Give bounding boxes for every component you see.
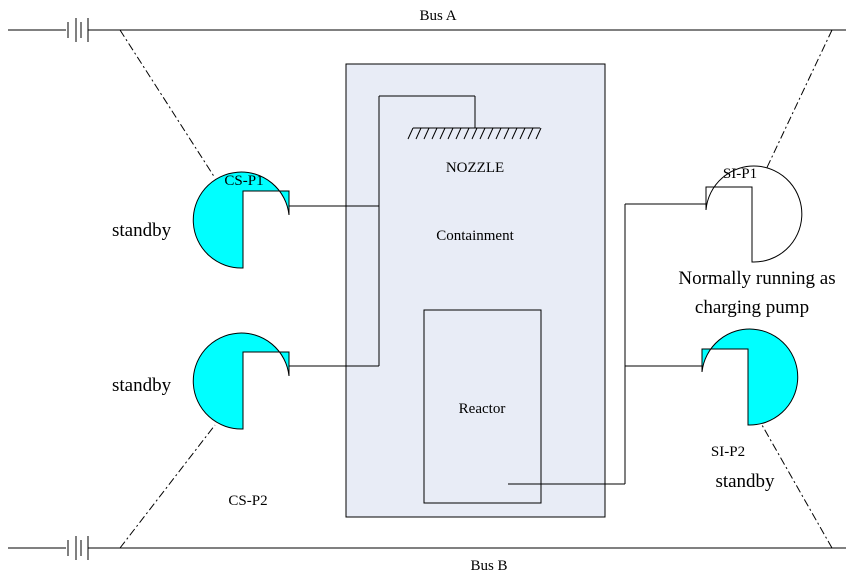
- cs-p1-label: CS-P1: [224, 173, 263, 189]
- si-p2-state: standby: [715, 471, 775, 492]
- containment-label: Containment: [436, 228, 514, 244]
- si-p1-note-line2: charging pump: [695, 297, 809, 318]
- power-feed-lines: [119, 29, 833, 549]
- cs-p1-state: standby: [112, 220, 172, 241]
- bus-b: [8, 536, 846, 560]
- bus-a: [8, 18, 846, 42]
- bus-a-label: Bus A: [419, 8, 456, 24]
- si-p1-pump-icon: [705, 165, 803, 263]
- si-p1-note-line1: Normally running as: [678, 268, 835, 289]
- containment-box: [345, 63, 606, 518]
- reactor-label: Reactor: [459, 401, 506, 417]
- si-p1-label: SI-P1: [723, 166, 757, 182]
- reactor-box: [423, 309, 542, 504]
- si-p2-label: SI-P2: [711, 444, 745, 460]
- si-p2-pump-icon: [701, 328, 799, 426]
- cs-p2-label: CS-P2: [228, 493, 267, 509]
- cs-p1-pump-icon: [192, 171, 290, 269]
- cs-p2-state: standby: [112, 375, 172, 396]
- bus-b-label: Bus B: [470, 558, 507, 574]
- nozzle-label: NOZZLE: [446, 160, 504, 176]
- cs-p2-pump-icon: [192, 332, 290, 430]
- piping: [289, 96, 706, 485]
- nozzle-spray-header: [379, 95, 542, 140]
